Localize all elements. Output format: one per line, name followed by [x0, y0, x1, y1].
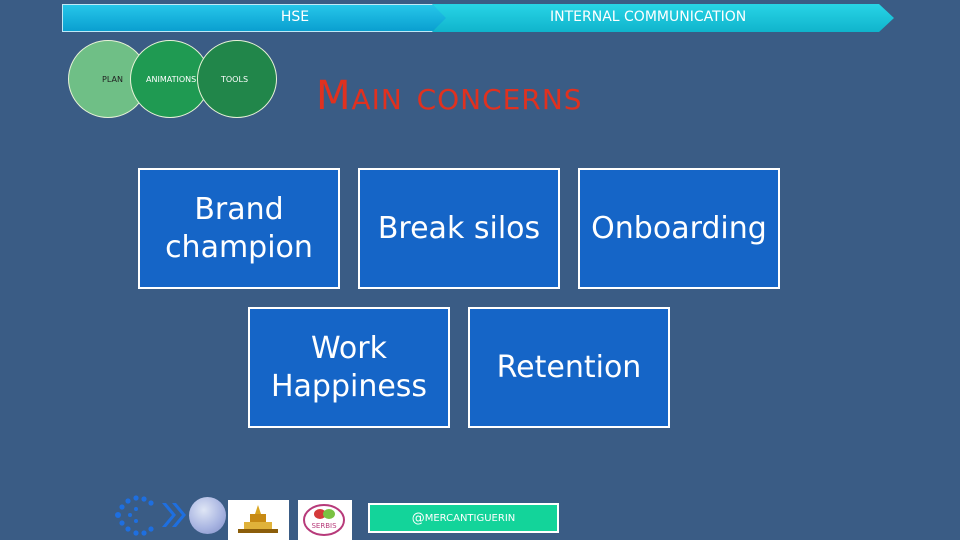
concern-box-work-happiness[interactable]: Work Happiness — [248, 307, 450, 428]
concern-box-break-silos[interactable]: Break silos — [358, 168, 560, 289]
serbis-logo-text: SERBIS — [311, 522, 337, 530]
tools-circle-label: TOOLS — [221, 75, 249, 84]
tools-circle[interactable]: TOOLS — [197, 40, 277, 118]
hse-nav-arrow[interactable] — [62, 4, 447, 32]
concern-box-retention[interactable]: Retention — [468, 307, 670, 428]
internal-communication-nav-label: INTERNAL COMMUNICATION — [550, 9, 747, 25]
concern-box-brand-champion[interactable]: Brand champion — [138, 168, 340, 289]
concern-box-onboarding[interactable]: Onboarding — [578, 168, 780, 289]
twitter-handle-badge[interactable]: @MERCANTIGUERIN — [368, 503, 559, 533]
internal-communication-nav-arrow[interactable] — [432, 4, 894, 32]
hse-nav-label: HSE — [280, 9, 310, 25]
serbis-logo-icon: SERBIS — [298, 500, 352, 540]
handle-text: MERCANTIGUERIN — [424, 512, 516, 524]
sphere-icon — [189, 497, 226, 534]
animations-circle[interactable]: ANIMATIONS — [130, 40, 210, 118]
temple-logo-icon — [228, 500, 289, 540]
animations-circle-label: ANIMATIONS — [146, 75, 197, 84]
chevron-double-right-icon — [162, 503, 186, 527]
page-title: Main concerns — [316, 73, 583, 119]
dots-logo-icon — [115, 495, 186, 536]
at-symbol: @ — [411, 510, 425, 526]
plan-circle-label: PLAN — [102, 75, 123, 84]
